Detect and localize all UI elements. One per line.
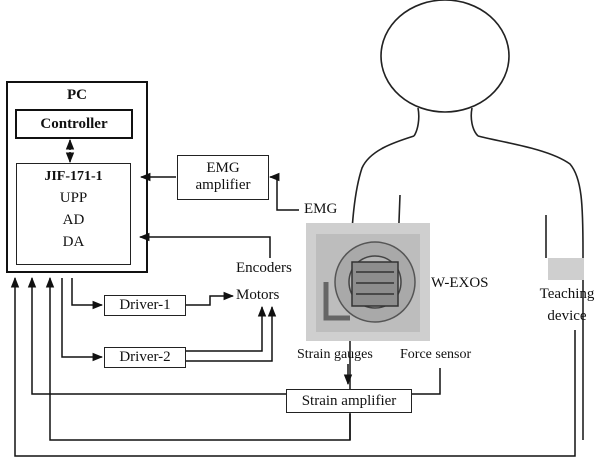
driver1-to-motors xyxy=(186,291,235,306)
neck-outline xyxy=(413,107,479,137)
connection-lines xyxy=(10,138,576,457)
strain-gauges-label: Strain gauges xyxy=(297,347,373,362)
strain-amplifier-label: Strain amplifier xyxy=(301,393,397,409)
strain-amp-to-pc xyxy=(45,276,351,441)
emg-amplifier-line1: EMG xyxy=(206,160,240,176)
emg-to-amp xyxy=(268,172,299,211)
teaching-line1: Teaching xyxy=(539,286,595,302)
emg-label: EMG xyxy=(304,201,338,217)
human-silhouette xyxy=(349,0,584,440)
encoders-label: Encoders xyxy=(236,260,292,276)
driver2-to-motors-b xyxy=(186,305,277,362)
emg-amplifier-line2: amplifier xyxy=(195,177,251,193)
teaching-to-pc xyxy=(10,276,576,457)
force-sensor-label: Force sensor xyxy=(400,347,472,362)
head-outline xyxy=(380,0,510,113)
pc-to-driver2 xyxy=(61,278,104,362)
force-sensor-to-pc xyxy=(27,276,441,395)
emg-amplifier-box: EMG amplifier xyxy=(177,155,269,200)
pc-title: PC xyxy=(67,87,87,103)
driver1-label: Driver-1 xyxy=(119,297,171,313)
driver2-label: Driver-2 xyxy=(119,349,171,365)
ad-label: AD xyxy=(62,212,85,228)
upp-label: UPP xyxy=(59,190,88,206)
teaching-line2: device xyxy=(547,308,587,324)
motors-label: Motors xyxy=(236,287,280,303)
controller-box: Controller xyxy=(15,109,133,139)
encoders-to-pc xyxy=(138,232,271,258)
controller-label: Controller xyxy=(40,116,108,132)
teaching-device-block xyxy=(548,258,584,280)
exoskeleton-image xyxy=(306,223,430,341)
jif-label: JIF-171-1 xyxy=(44,169,103,184)
driver1-box: Driver-1 xyxy=(104,295,186,316)
driver2-box: Driver-2 xyxy=(104,347,186,368)
da-label: DA xyxy=(62,234,85,250)
torso-outline xyxy=(349,135,584,440)
teaching-device-label: Teaching device xyxy=(532,286,602,325)
pc-to-driver1 xyxy=(71,278,104,310)
wexos-label: W-EXOS xyxy=(431,275,489,291)
jif-board-box: JIF-171-1 UPP AD DA xyxy=(16,163,131,265)
driver2-to-motors-a xyxy=(186,305,267,352)
strain-amplifier-box: Strain amplifier xyxy=(286,389,412,413)
